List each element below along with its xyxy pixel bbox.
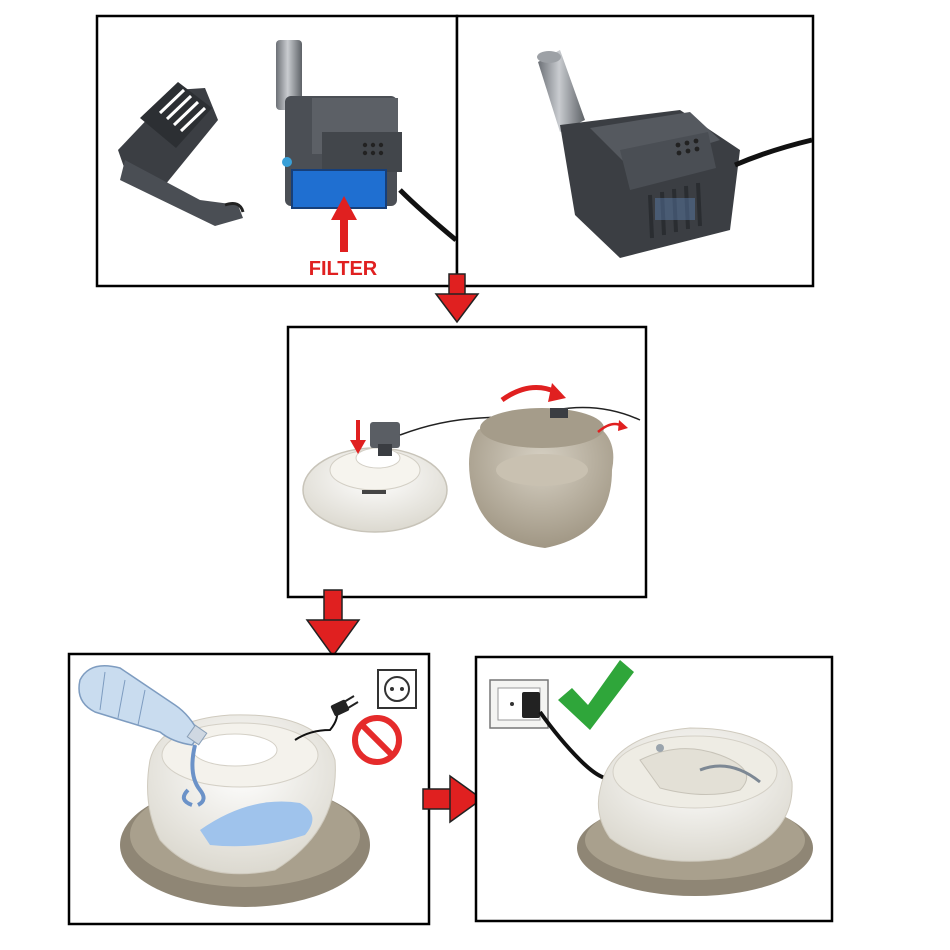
panel-bottom-right <box>474 655 834 923</box>
down-arrow-icon <box>305 589 361 658</box>
right-arrow-icon <box>422 774 484 824</box>
filter-label: FILTER <box>309 258 378 280</box>
panel-bottom-left <box>67 652 431 926</box>
down-arrow-icon <box>434 273 480 324</box>
pump-with-filter <box>276 40 458 242</box>
panel-top-left: FILTER <box>95 14 459 288</box>
running-fountain <box>577 727 813 896</box>
filter-cover-part <box>118 82 245 226</box>
curved-arrow-icon <box>500 383 566 403</box>
fountain-top-part <box>302 422 448 533</box>
prohibited-icon <box>352 715 402 765</box>
water-bottle <box>78 665 208 746</box>
panel-middle <box>286 325 648 599</box>
assembled-pump <box>537 50 813 258</box>
curved-arrow-icon <box>597 420 628 433</box>
panel-top-right <box>455 14 815 288</box>
filter-pointer-arrow <box>331 196 357 252</box>
fountain-base-bowl <box>469 408 614 548</box>
power-socket-icon <box>377 669 417 709</box>
power-socket-icon <box>489 679 549 729</box>
down-arrow-icon <box>350 420 366 454</box>
filter-sponge <box>291 169 387 209</box>
water-fill <box>200 801 313 847</box>
check-mark-icon <box>558 660 634 730</box>
plug-icon <box>294 695 359 741</box>
